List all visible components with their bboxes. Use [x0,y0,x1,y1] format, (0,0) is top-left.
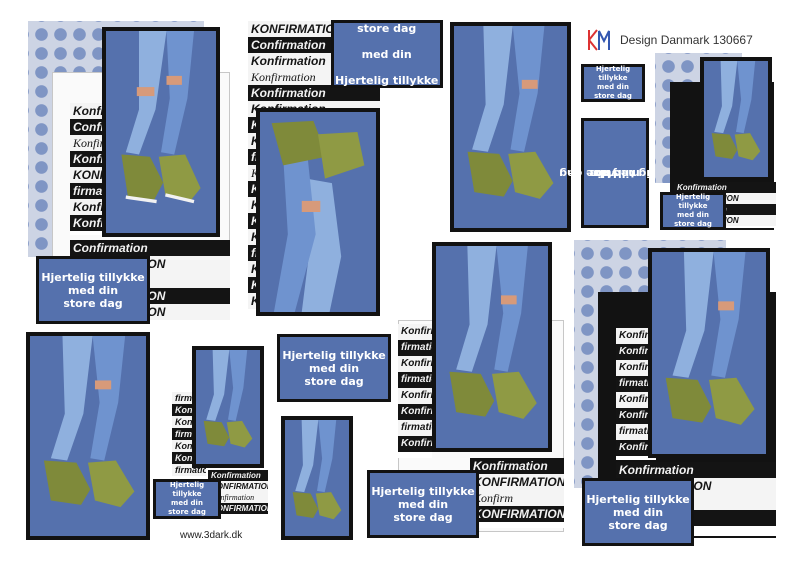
sneaker-legs-picture-small [281,416,353,540]
sneaker-legs-icon [704,61,768,177]
sneaker-legs-picture-small [700,57,772,181]
greeting-card-small: Hjertelig tillykke med din store dag [660,192,726,230]
word-strip-vertical-4: Konfirmation firmation Konfirmation firm… [398,324,432,458]
sneaker-legs-icon [454,26,567,228]
km-logo-icon [588,29,610,51]
sneaker-legs-picture [432,242,552,452]
sneaker-legs-picture-rotated [256,108,380,316]
sneaker-legs-icon [436,246,548,448]
website-link[interactable]: www.3dark.dk [180,530,243,541]
brand-name: Design Danmark 130667 [620,33,753,47]
greeting-card: Hjertelig tillykke med din store dag [277,334,391,402]
sneaker-legs-icon [106,31,216,233]
greeting-card: Hjertelig tillykke med din store dag [582,478,694,546]
sneaker-legs-picture [450,22,571,232]
sneaker-legs-icon [285,420,349,536]
sneaker-legs-icon [30,336,146,536]
sneaker-legs-picture [102,27,220,237]
sneaker-legs-icon [652,252,766,454]
sneaker-legs-picture [26,332,150,540]
sneaker-legs-picture-small [192,346,264,468]
sneaker-legs-icon [260,112,376,312]
sneaker-legs-icon [196,350,260,464]
greeting-card: Hjertelig tillykke med din store dag [36,256,150,324]
greeting-card-upside-down: Hjertelig tillykke med din store dag [331,20,443,88]
word-strip-horizontal-4: Konfirmation KONFIRMATION Konfirm KONFIR… [470,458,564,528]
greeting-card-rotated: Hjertelig tillykke med din store dag [559,118,693,228]
sneaker-legs-picture [648,248,770,458]
greeting-card: Hjertelig tillykke med din store dag [367,470,479,538]
greeting-card-small: Hjertelig tillykke med din store dag [153,479,221,519]
greeting-card-small: Hjertelig tillykke med din store dag [581,64,645,102]
brand-logo [586,27,612,53]
